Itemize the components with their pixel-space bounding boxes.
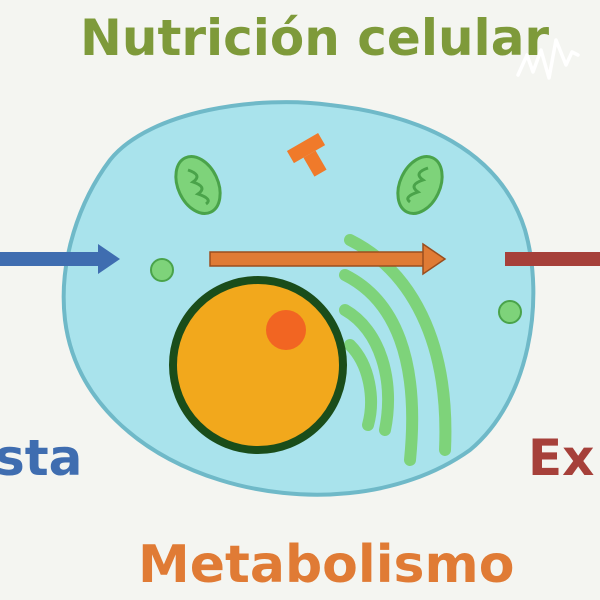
title: Nutrición celular bbox=[80, 9, 549, 67]
mitochondrion-left bbox=[174, 155, 222, 215]
centriole bbox=[286, 133, 327, 177]
right-label: Ex bbox=[528, 429, 594, 487]
arrow-out bbox=[505, 252, 600, 266]
arrow-in bbox=[0, 244, 120, 274]
nucleus bbox=[169, 276, 347, 454]
nucleolus bbox=[266, 310, 306, 350]
podcast-wave-logo bbox=[516, 38, 580, 80]
arrow-inner bbox=[209, 242, 447, 276]
mitochondrion-right bbox=[396, 155, 444, 215]
bottom-label: Metabolismo bbox=[138, 535, 514, 595]
vesicle bbox=[150, 258, 174, 282]
left-label: sta bbox=[0, 429, 82, 487]
vesicle bbox=[498, 300, 522, 324]
